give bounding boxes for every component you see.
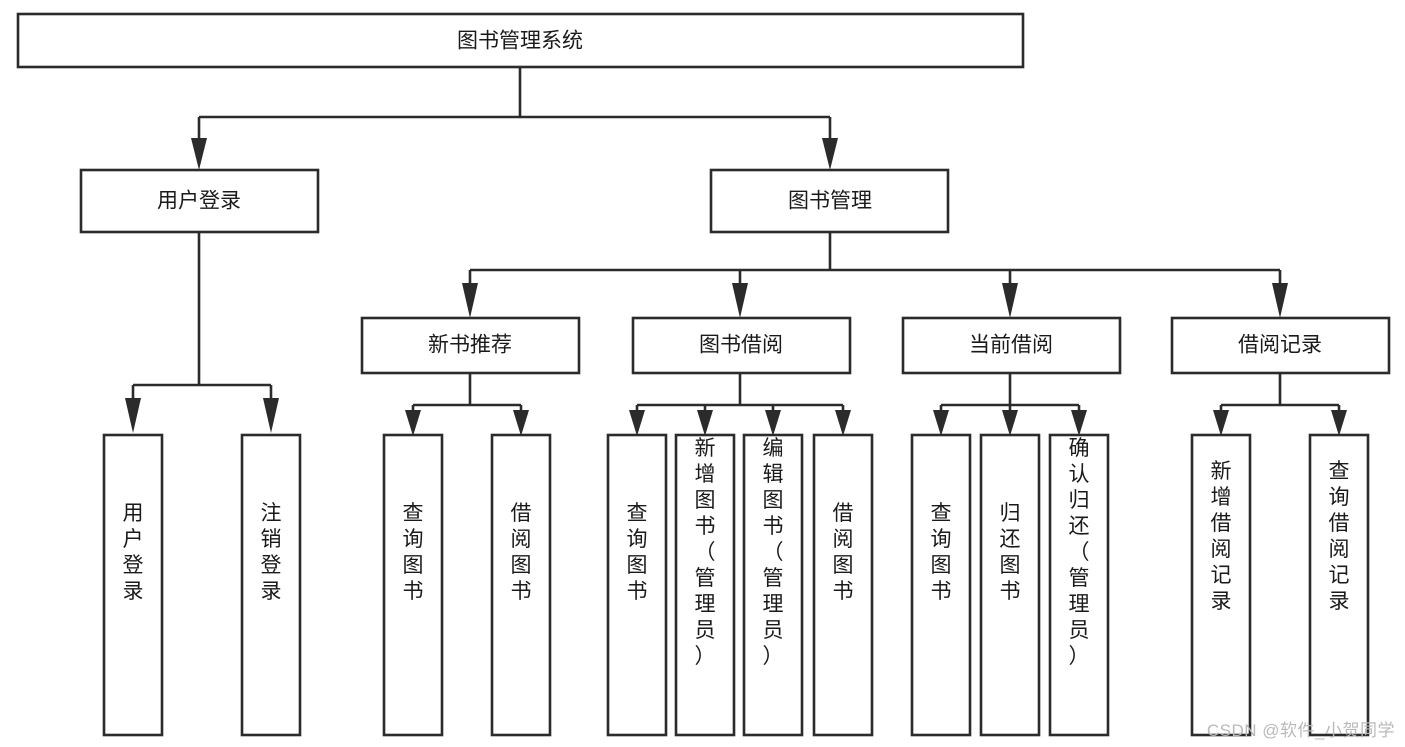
- connector-group-book-borrow: [629, 373, 851, 436]
- node-user-login-label: 用户登录: [157, 190, 241, 213]
- leaf-user-login-1-label: 注销登录: [261, 502, 282, 603]
- leaf-book-borrow-3-box: [812, 433, 874, 737]
- leaf-user-login-1-box: [240, 433, 302, 737]
- leaf-node[interactable]: 用户登录: [102, 433, 164, 737]
- node-root-box: [16, 12, 1025, 69]
- leaf-user-login-0-label: 用户登录: [123, 502, 144, 603]
- arrowhead-borrow-record: [1272, 283, 1288, 318]
- node-current-borrow-box: [901, 316, 1122, 375]
- csdn-watermark: CSDN @软件_小贺同学: [1206, 721, 1395, 740]
- leaf-current-borrow-2-label: 确认归还（管理员）: [1069, 437, 1090, 668]
- leaf-node[interactable]: 查询借阅记录: [1308, 433, 1370, 737]
- node-book-borrow[interactable]: 图书借阅: [631, 316, 852, 375]
- leaf-node[interactable]: 归还图书: [979, 433, 1041, 737]
- leaf-borrow-record-0-box: [1190, 433, 1252, 737]
- node-book-manage[interactable]: 图书管理: [709, 168, 950, 234]
- leaf-node[interactable]: 查询图书: [606, 433, 668, 737]
- leaf-node[interactable]: 编辑图书（管理员）: [742, 433, 804, 737]
- leaf-book-borrow-3-label: 借阅图书: [833, 502, 854, 603]
- node-new-book-recommend[interactable]: 新书推荐: [360, 316, 581, 375]
- leaf-node[interactable]: 新增借阅记录: [1190, 433, 1252, 737]
- arrowhead-new-book-recommend: [462, 283, 478, 318]
- node-book-manage-box: [709, 168, 950, 234]
- arrowhead-leaf-borrow-record-0: [1213, 410, 1229, 436]
- leaf-new-book-1-label: 借阅图书: [511, 502, 532, 603]
- leaf-node[interactable]: 查询图书: [382, 433, 444, 737]
- arrowhead-leaf-book-borrow-3: [835, 410, 851, 436]
- leaf-book-borrow-2-box: [742, 433, 804, 737]
- arrowhead-leaf-book-borrow-2: [765, 410, 781, 436]
- leaf-current-borrow-0-label: 查询图书: [931, 502, 952, 603]
- arrowhead-book-manage: [822, 138, 838, 170]
- node-root-label: 图书管理系统: [457, 30, 583, 53]
- connector-group-root: [191, 67, 838, 170]
- connector-group-current-borrow: [933, 373, 1087, 436]
- leaf-current-borrow-0-box: [910, 433, 972, 737]
- node-book-borrow-box: [631, 316, 852, 375]
- node-new-book-recommend-label: 新书推荐: [428, 334, 512, 357]
- node-new-book-recommend-box: [360, 316, 581, 375]
- leaf-new-book-0-label: 查询图书: [403, 502, 424, 603]
- arrowhead-book-borrow: [732, 283, 748, 318]
- arrowhead-leaf-current-borrow-2: [1071, 410, 1087, 436]
- node-borrow-record[interactable]: 借阅记录: [1170, 316, 1391, 375]
- connector-group-user-login: [125, 232, 279, 433]
- leaf-new-book-1-box: [490, 433, 552, 737]
- leaf-current-borrow-1-label: 归还图书: [1000, 502, 1021, 603]
- connector-group-new-book-recommend: [405, 373, 529, 436]
- leaf-node[interactable]: 确认归还（管理员）: [1048, 433, 1110, 737]
- arrowhead-leaf-borrow-record-1: [1331, 410, 1347, 436]
- node-current-borrow-label: 当前借阅: [969, 334, 1053, 357]
- arrowhead-leaf-current-borrow-1: [1002, 410, 1018, 436]
- node-borrow-record-box: [1170, 316, 1391, 375]
- leaf-node[interactable]: 注销登录: [240, 433, 302, 737]
- arrowhead-leaf-book-borrow-1: [697, 410, 713, 436]
- leaf-book-borrow-2-label: 编辑图书（管理员）: [763, 437, 784, 668]
- arrowhead-leaf-book-borrow-0: [629, 410, 645, 436]
- arrowhead-leaf-new-book-0: [405, 410, 421, 436]
- arrowhead-leaf-user-login-1: [263, 398, 279, 433]
- node-user-login-box: [79, 168, 320, 234]
- leaf-borrow-record-1-box: [1308, 433, 1370, 737]
- leaf-node[interactable]: 查询图书: [910, 433, 972, 737]
- node-root[interactable]: 图书管理系统: [16, 12, 1025, 69]
- node-user-login[interactable]: 用户登录: [79, 168, 320, 234]
- arrowhead-current-borrow: [1002, 283, 1018, 318]
- leaf-current-borrow-2-box: [1048, 433, 1110, 737]
- node-book-borrow-label: 图书借阅: [699, 334, 783, 357]
- leaf-book-borrow-0-box: [606, 433, 668, 737]
- leaf-borrow-record-0-label: 新增借阅记录: [1211, 460, 1232, 613]
- connector-group-book-manage: [462, 232, 1288, 318]
- arrowhead-leaf-user-login-0: [125, 398, 141, 433]
- node-book-manage-label: 图书管理: [788, 190, 872, 213]
- arrowhead-leaf-current-borrow-0: [933, 410, 949, 436]
- connector-group-borrow-record: [1213, 373, 1347, 436]
- node-borrow-record-label: 借阅记录: [1238, 334, 1322, 357]
- leaf-user-login-0-box: [102, 433, 164, 737]
- arrowhead-leaf-new-book-1: [513, 410, 529, 436]
- leaf-borrow-record-1-label: 查询借阅记录: [1329, 460, 1350, 613]
- leaf-book-borrow-1-box: [674, 433, 736, 737]
- leaf-book-borrow-0-label: 查询图书: [627, 502, 648, 603]
- leaf-node[interactable]: 新增图书（管理员）: [674, 433, 736, 737]
- node-current-borrow[interactable]: 当前借阅: [901, 316, 1122, 375]
- leaf-book-borrow-1-label: 新增图书（管理员）: [695, 437, 716, 668]
- arrowhead-user-login: [191, 138, 207, 170]
- leaf-new-book-0-box: [382, 433, 444, 737]
- leaf-node[interactable]: 借阅图书: [812, 433, 874, 737]
- leaf-node[interactable]: 借阅图书: [490, 433, 552, 737]
- leaf-current-borrow-1-box: [979, 433, 1041, 737]
